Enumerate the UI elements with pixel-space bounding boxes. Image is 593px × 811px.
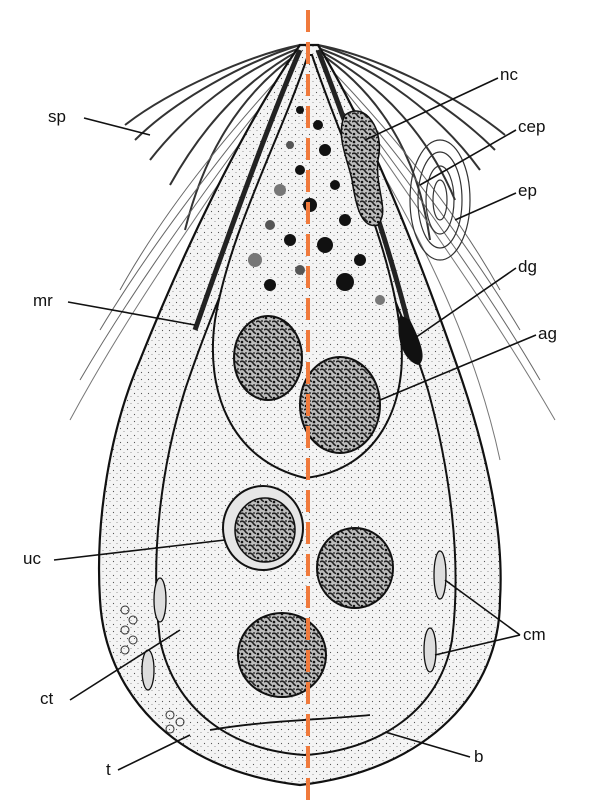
ag-nucleus-1 xyxy=(234,316,302,400)
label-nc: nc xyxy=(500,65,518,84)
uc-cell xyxy=(223,486,303,570)
label-ct: ct xyxy=(40,689,54,708)
label-uc: uc xyxy=(23,549,41,568)
label-ep: ep xyxy=(518,181,537,200)
label-cm: cm xyxy=(523,625,546,644)
label-b: b xyxy=(474,747,483,766)
lower-nucleus-right xyxy=(317,528,393,608)
label-cep: cep xyxy=(518,117,545,136)
label-t: t xyxy=(106,760,111,779)
lower-nucleus-bottom xyxy=(238,613,326,697)
cep-structure xyxy=(410,140,470,260)
label-dg: dg xyxy=(518,257,537,276)
label-mr: mr xyxy=(33,291,53,310)
label-sp: sp xyxy=(48,107,66,126)
ag-nucleus-2 xyxy=(300,357,380,453)
label-ag: ag xyxy=(538,324,557,343)
